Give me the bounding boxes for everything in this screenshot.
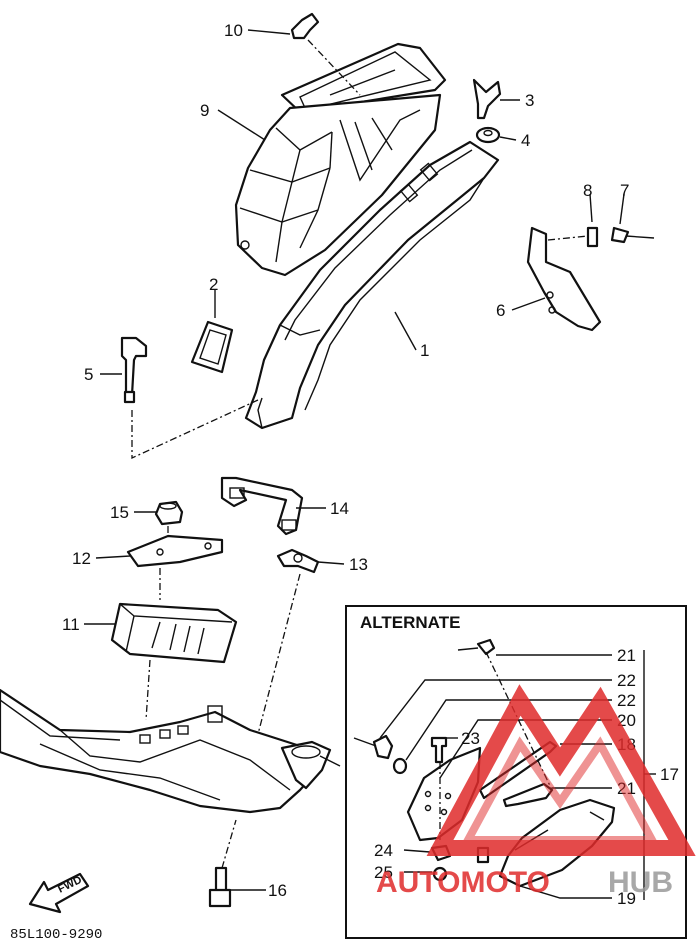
wing-bolt-part-10 <box>290 12 361 96</box>
leader-lines <box>84 29 656 900</box>
frame-section <box>0 688 341 814</box>
box-part-11 <box>110 602 238 721</box>
fwd-arrow: FWD <box>28 872 90 914</box>
grommet-part-4 <box>475 126 501 144</box>
callout-5: 5 <box>84 365 93 384</box>
callout-24: 23 <box>461 729 480 748</box>
plate-part-12 <box>126 534 224 600</box>
bracket-part-6 <box>526 226 602 332</box>
bolt-part-16 <box>208 819 237 908</box>
air-box-part-9 <box>234 42 447 277</box>
air-duct-part-1 <box>244 140 500 430</box>
seal-part-2 <box>190 320 234 374</box>
callout-12: 12 <box>72 549 91 568</box>
watermark-text-b: HUB <box>608 866 673 899</box>
callout-4: 4 <box>521 131 530 150</box>
callout-19: 19 <box>617 889 636 908</box>
callout-11: 11 <box>62 615 80 634</box>
callout-6: 6 <box>496 301 505 320</box>
alternate-title: ALTERNATE <box>360 613 460 632</box>
callout-2: 2 <box>209 275 218 294</box>
callout-7: 7 <box>620 181 629 200</box>
watermark-text-a: AUTOMOTO <box>376 866 550 899</box>
callout-22-top: 21 <box>617 646 636 665</box>
nut-part-8 <box>586 226 599 248</box>
wing-nut-part-3 <box>472 78 502 120</box>
drawing-code: 85L100-9290 <box>10 927 102 943</box>
callout-23: 22 <box>617 691 636 710</box>
screw-part-7 <box>610 226 655 244</box>
clamp-part-14 <box>220 476 304 536</box>
callout-16: 16 <box>268 881 287 900</box>
bolt-part-5 <box>120 336 259 460</box>
callout-26: 25 <box>374 863 393 882</box>
callout-17: 17 <box>660 765 679 784</box>
callout-numbers: 10 9 3 4 8 7 6 1 2 5 15 12 11 14 13 16 2… <box>62 21 679 908</box>
callout-13: 13 <box>349 555 368 574</box>
callout-14: 14 <box>330 499 349 518</box>
damper-part-15 <box>154 500 184 542</box>
callout-15: 15 <box>110 503 129 522</box>
callout-3: 3 <box>525 91 534 110</box>
callout-22-left: 22 <box>617 671 636 690</box>
callout-10: 10 <box>224 21 243 40</box>
callout-8: 8 <box>583 181 592 200</box>
callout-1: 1 <box>420 341 429 360</box>
watermark-logo: AUTOMOTO HUB <box>376 684 696 899</box>
callout-25: 24 <box>374 841 393 860</box>
callout-9: 9 <box>200 101 209 120</box>
